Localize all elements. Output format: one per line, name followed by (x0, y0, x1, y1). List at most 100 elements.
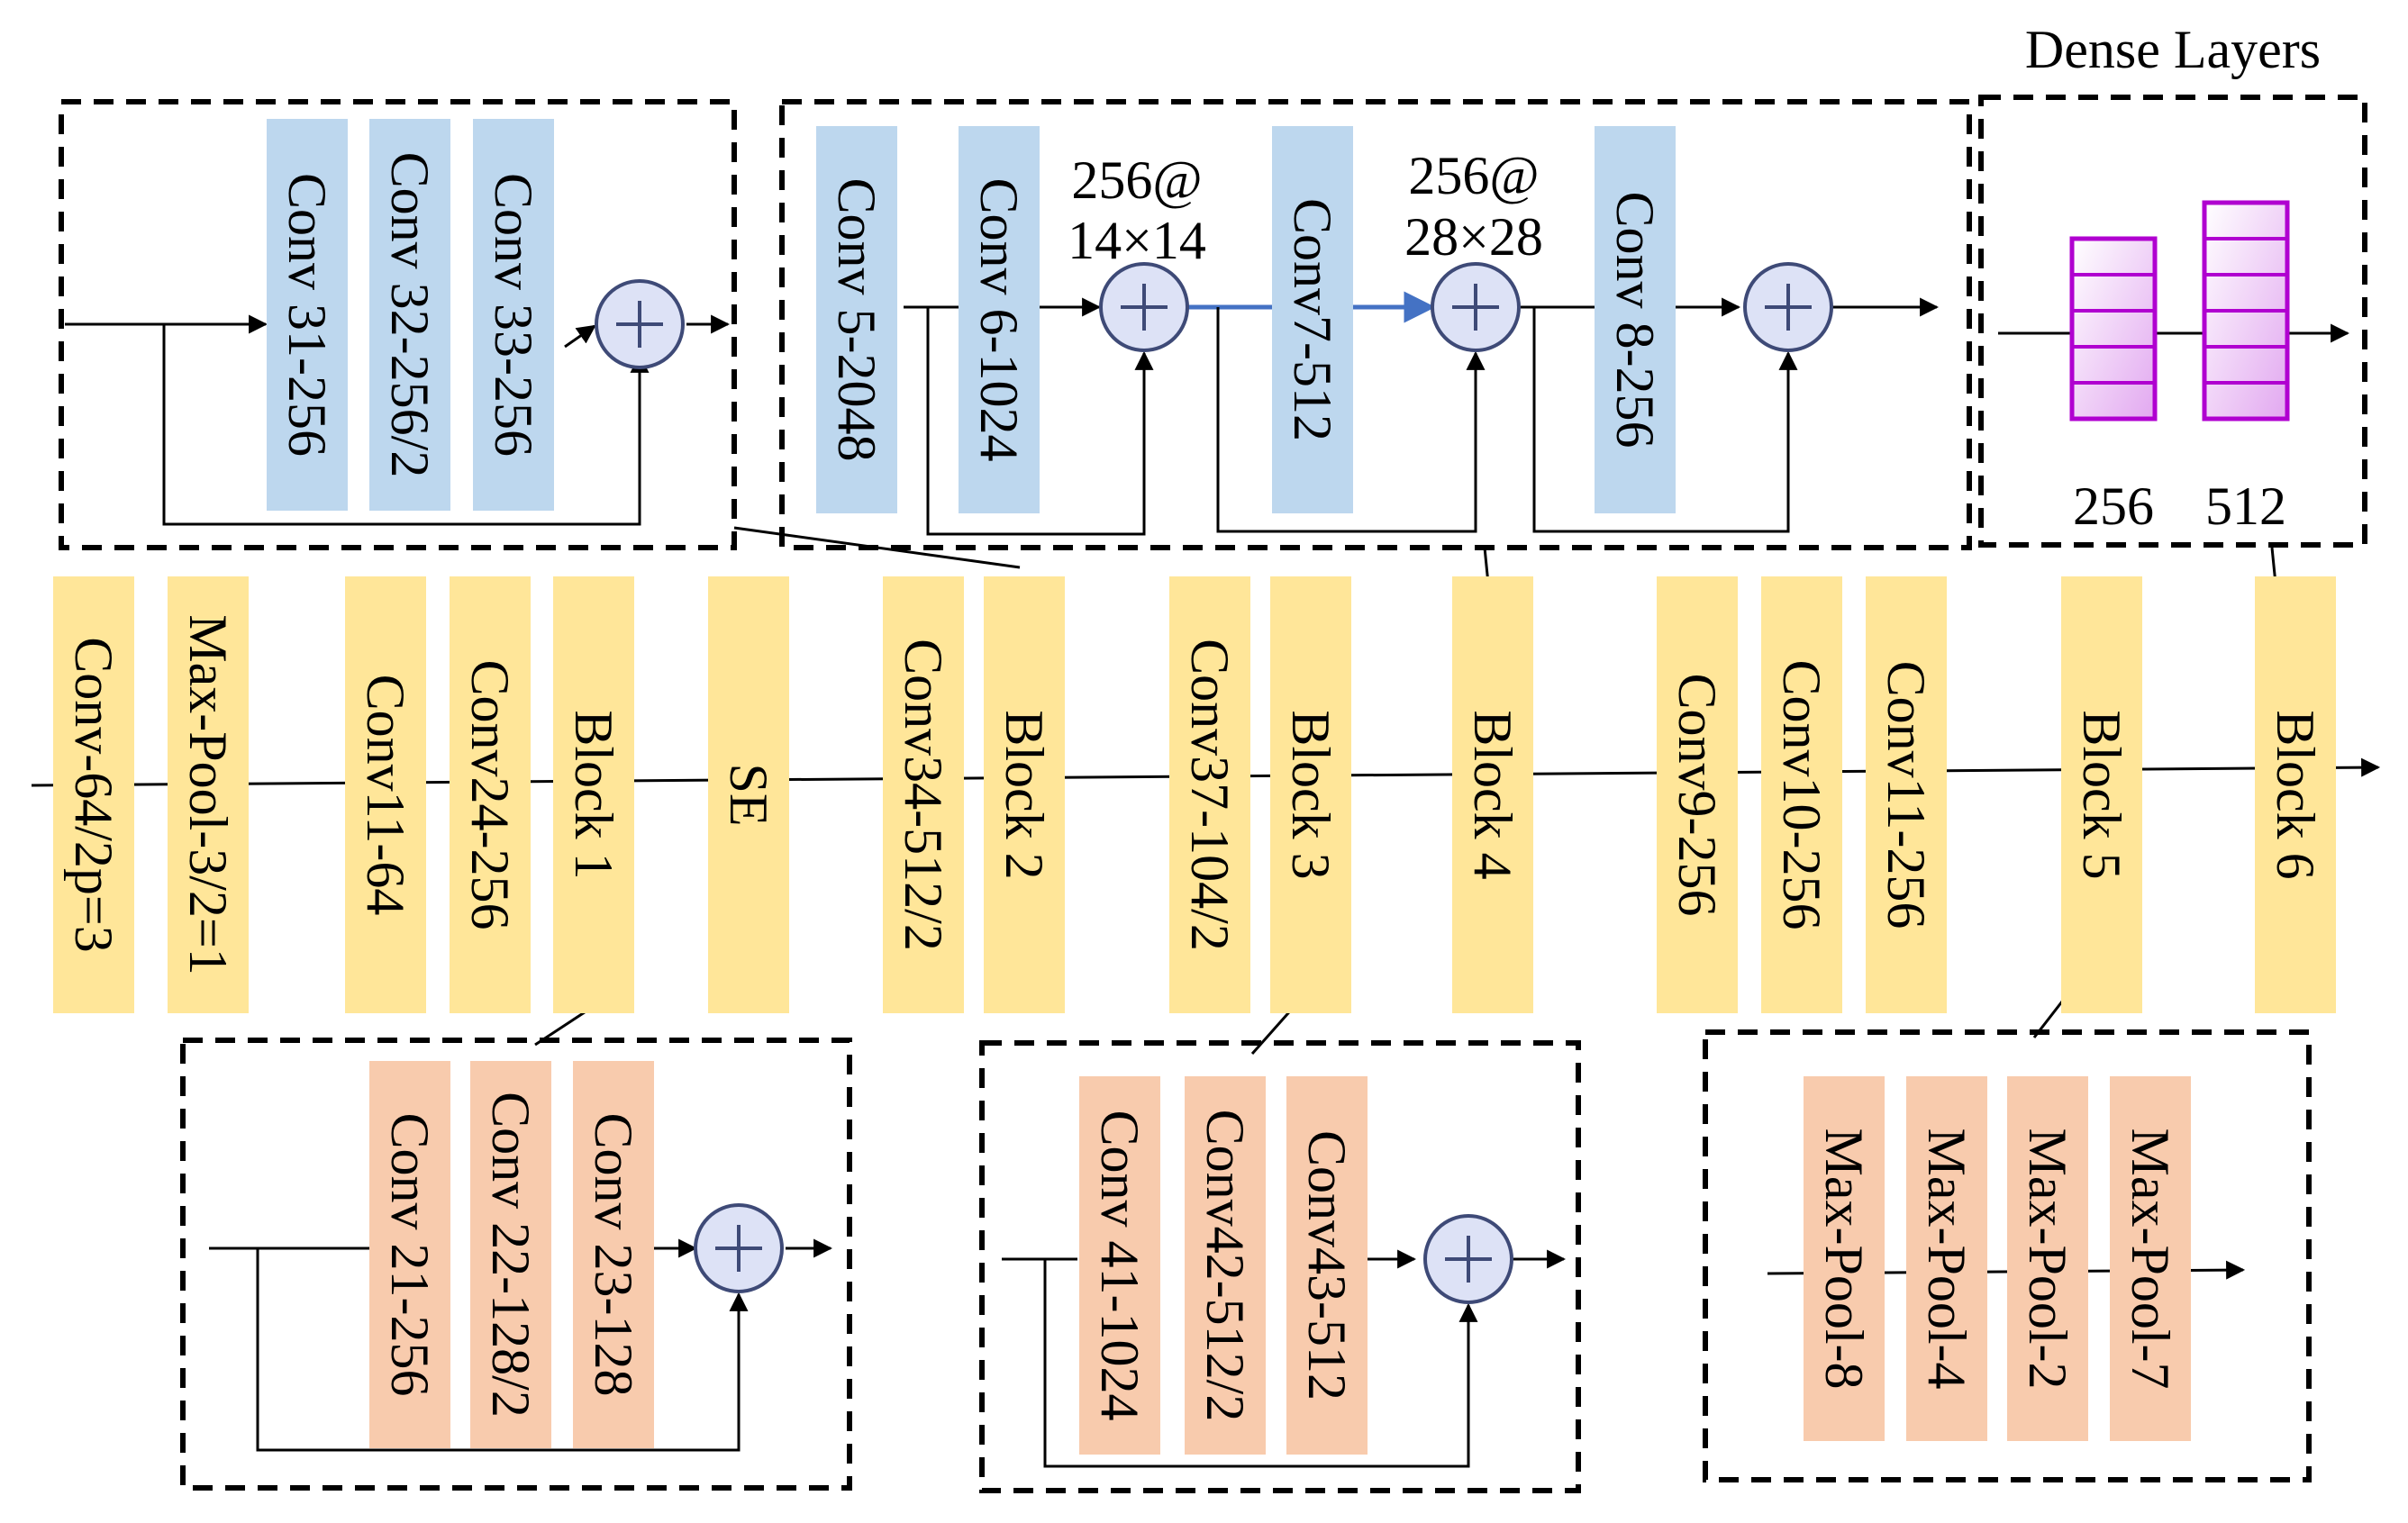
layer-block-5: Block 5 (2061, 576, 2142, 1013)
layer-rect (2061, 576, 2142, 1013)
layer-label: Conv11-64 (356, 675, 415, 916)
layer-label: Conv 22-128/2 (481, 1092, 541, 1418)
layer-label: Conv34-512/2 (894, 639, 953, 951)
layer-rect (1185, 1076, 1266, 1455)
layer-label: Max-Pool-4 (1917, 1129, 1976, 1390)
layer-rect (267, 119, 348, 511)
main-pipeline: Conv-64/2p=3 Max-Pool-3/2=1 Conv11-64 Conv2… (31, 576, 2381, 1013)
layer-max-pool-2: Max-Pool-2 (2007, 1076, 2088, 1441)
layer-conv-21-256: Conv 21-256 (369, 1061, 450, 1448)
layer-label: Block 5 (2072, 710, 2131, 879)
layer-rect (1657, 576, 1738, 1013)
layer-rect (369, 1061, 450, 1448)
shape-annotation-2-line2: 28×28 (1404, 207, 1543, 267)
add-circle-icon (1423, 1214, 1513, 1304)
layer-conv11-64: Conv11-64 (345, 576, 426, 1013)
layer-rect (1272, 126, 1353, 513)
layer-block-1: Block 1 (553, 576, 634, 1013)
layer-label: Conv10-256 (1772, 660, 1831, 930)
layer-rect (345, 576, 426, 1013)
layer-label: Max-Pool-8 (1814, 1129, 1874, 1390)
shape-annotation-1-line1: 256@ (1071, 150, 1202, 210)
layer-rect (959, 126, 1040, 513)
layer-rect (168, 576, 249, 1013)
layer-rect (1452, 576, 1533, 1013)
bottom-left-residual-box: Conv 21-256 Conv 22-128/2 Conv 23-128 (180, 1038, 852, 1491)
layer-rect (1595, 126, 1676, 513)
layer-conv42-512-2: Conv42-512/2 (1185, 1076, 1266, 1455)
layer-label: Conv 23-128 (584, 1113, 643, 1397)
layer-label: SE (719, 763, 778, 826)
layer-rect (2007, 1076, 2088, 1441)
layer-rect (573, 1061, 654, 1448)
layer-label: Conv 33-256 (484, 173, 543, 457)
layer-label: Conv9-256 (1667, 674, 1727, 917)
layer-rect (1866, 576, 1947, 1013)
layer-label: Conv 21-256 (380, 1113, 440, 1397)
layer-conv-8-256: Conv 8-256 (1595, 126, 1676, 513)
layer-label: Conv42-512/2 (1195, 1110, 1255, 1422)
layer-conv10-256: Conv10-256 (1761, 576, 1842, 1013)
layer-max-pool-3-2-1: Max-Pool-3/2=1 (168, 576, 249, 1013)
dense-layer-256 (2069, 236, 2158, 422)
layer-max-pool-4: Max-Pool-4 (1906, 1076, 1987, 1441)
layer-block-2: Block 2 (984, 576, 1065, 1013)
layer-rect (1761, 576, 1842, 1013)
connectors (534, 526, 2277, 1055)
layer-rect (1286, 1076, 1368, 1455)
layer-rect (816, 126, 897, 513)
dense-units-256: 256 (2073, 476, 2154, 536)
layer-rect (1079, 1076, 1160, 1455)
layer-rect (1169, 576, 1250, 1013)
layer-label: Block 2 (995, 710, 1054, 879)
add-circle-icon (595, 279, 685, 369)
add-circle-icon (694, 1203, 784, 1293)
shape-annotation-1-line2: 14×14 (1068, 211, 1206, 270)
layer-se: SE (708, 576, 789, 1013)
layer-conv24-256: Conv24-256 (450, 576, 531, 1013)
layer-conv9-256: Conv9-256 (1657, 576, 1738, 1013)
layer-label: Conv11-256 (1876, 661, 1936, 929)
layer-label: Block 6 (2266, 710, 2325, 879)
layer-label: Conv 6-1024 (969, 178, 1029, 462)
layer-conv-23-128: Conv 23-128 (573, 1061, 654, 1448)
layer-conv11-256: Conv11-256 (1866, 576, 1947, 1013)
layer-rect (450, 576, 531, 1013)
layer-label: Conv43-512 (1297, 1130, 1357, 1401)
layer-label: Block 1 (564, 710, 623, 879)
layer-conv7-512: Conv7-512 (1272, 126, 1353, 513)
layer-rect (2255, 576, 2336, 1013)
layer-label: Block 4 (1463, 710, 1522, 879)
layer-label: Conv24-256 (460, 660, 520, 930)
layer-label: Conv 8-256 (1605, 192, 1665, 449)
layer-conv43-512: Conv43-512 (1286, 1076, 1368, 1455)
layer-label: Conv 41-1024 (1090, 1111, 1149, 1421)
layer-conv-33-256: Conv 33-256 (473, 119, 554, 511)
dense-layers-title: Dense Layers (2025, 20, 2321, 79)
layer-label: Block 3 (1281, 710, 1340, 879)
layer-block-4: Block 4 (1452, 576, 1533, 1013)
top-middle-residual-box: Conv 5-2048 Conv 6-1024 Conv7-512 Conv 8-25… (779, 99, 1972, 550)
layer-label: Max-Pool-2 (2018, 1129, 2077, 1390)
layer-conv-32-256-2: Conv 32-256/2 (369, 119, 450, 511)
add-circle-icon (1743, 262, 1833, 352)
dense-layers-box: Dense Layers 256 512 (1978, 20, 2367, 548)
layer-rect (553, 576, 634, 1013)
layer-rect (369, 119, 450, 511)
layer-label: Max-Pool-3/2=1 (178, 614, 238, 975)
layer-rect (470, 1061, 551, 1448)
layer-label: Conv 5-2048 (827, 178, 886, 462)
layer-label: Conv37-104/2 (1180, 639, 1240, 951)
layer-conv-41-1024: Conv 41-1024 (1079, 1076, 1160, 1455)
layer-conv37-104-2: Conv37-104/2 (1169, 576, 1250, 1013)
layer-rect (883, 576, 964, 1013)
layer-block-3: Block 3 (1270, 576, 1351, 1013)
layer-conv-22-128-2: Conv 22-128/2 (470, 1061, 551, 1448)
add-circle-icon (1431, 262, 1521, 352)
bottom-middle-residual-box: Conv 41-1024 Conv42-512/2 Conv43-512 (979, 1040, 1581, 1493)
layer-rect (1270, 576, 1351, 1013)
layer-rect (984, 576, 1065, 1013)
layer-label: Conv-64/2p=3 (64, 637, 123, 953)
layer-rect (53, 576, 134, 1013)
